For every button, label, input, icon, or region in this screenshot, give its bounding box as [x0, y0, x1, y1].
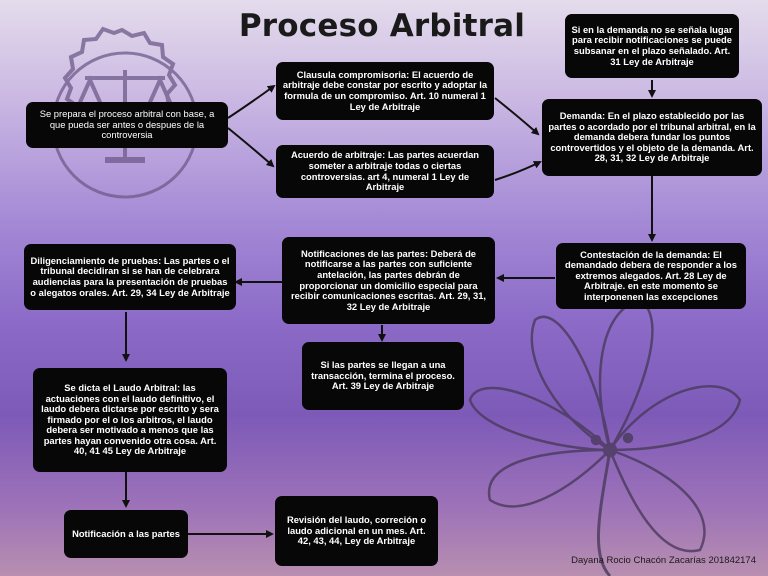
node-laudo-arbitral: Se dicta el Laudo Arbitral: las actuacio… [33, 368, 227, 472]
node-transaccion: Si las partes se llegan a una transacció… [302, 342, 464, 410]
node-clausula-compromisoria: Clausula compromisoria: El acuerdo de ar… [276, 62, 494, 120]
node-pruebas: Diligenciamiento de pruebas: Las partes … [24, 244, 236, 310]
node-demanda: Demanda: En el plazo establecido por las… [542, 99, 762, 176]
node-notificacion-partes: Notificación a las partes [64, 510, 188, 558]
node-contestacion: Contestación de la demanda: El demandado… [556, 243, 746, 309]
diagram-title: Proceso Arbitral [238, 8, 526, 44]
node-subsanar-notificaciones: Si en la demanda no se señala lugar para… [565, 14, 739, 78]
node-notificaciones-partes: Notificaciones de las partes: Deberá de … [282, 237, 495, 324]
flower-icon [468, 298, 742, 576]
node-start: Se prepara el proceso arbitral con base,… [26, 102, 228, 148]
node-acuerdo-arbitraje: Acuerdo de arbitraje: Las partes acuerda… [276, 145, 494, 198]
author-credit: Dayana Rocio Chacón Zacarías 201842174 [571, 555, 756, 566]
node-revision-laudo: Revisión del laudo, correción o laudo ad… [275, 496, 438, 566]
